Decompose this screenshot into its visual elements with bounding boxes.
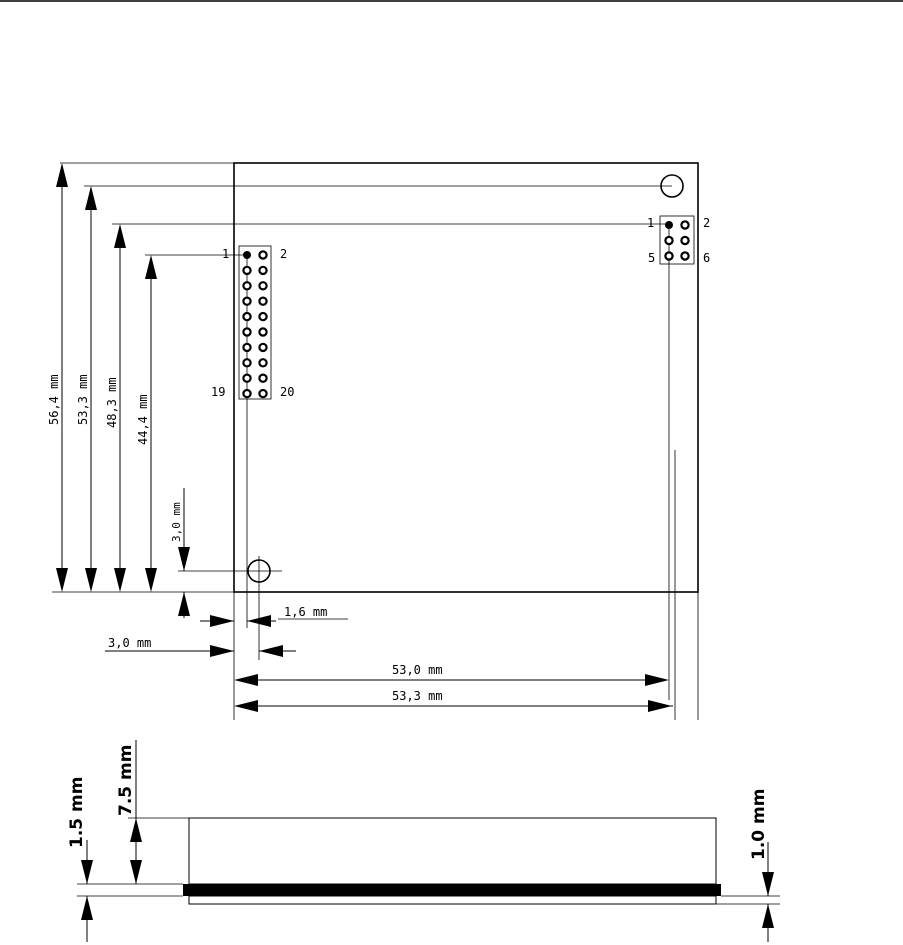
pin-6-label-6pin: 6 bbox=[703, 251, 710, 265]
dim-1-5-label: 1.5 mm bbox=[67, 777, 87, 848]
arrow-7-5-top bbox=[130, 818, 142, 842]
arrow-53-3-h-left bbox=[234, 700, 258, 712]
pin-1-label-20pin: 1 bbox=[222, 247, 229, 261]
arrow-1-0-bottom bbox=[762, 904, 774, 928]
arrow-53-3-bottom bbox=[85, 568, 97, 592]
arrow-56-4-bottom bbox=[56, 568, 68, 592]
arrow-53-3-top bbox=[85, 186, 97, 210]
board-outline bbox=[234, 163, 698, 592]
dim-7-5-label: 7.5 mm bbox=[116, 745, 136, 816]
connector-20pin-pin-8 bbox=[259, 298, 266, 305]
connector-20pin-pin-19 bbox=[243, 390, 250, 397]
connector-20pin: 1 2 19 20 bbox=[211, 246, 294, 399]
pin-19-label-20pin: 19 bbox=[211, 385, 225, 399]
connector-20pin-pin-20 bbox=[259, 390, 266, 397]
connector-6pin-pin-3 bbox=[665, 237, 672, 244]
dim-48-3-label: 48,3 mm bbox=[105, 377, 119, 428]
connector-20pin-pin-14 bbox=[259, 344, 266, 351]
connector-20pin-pin-17 bbox=[243, 375, 250, 382]
arrow-44-4-top bbox=[145, 255, 157, 279]
dim-44-4-label: 44,4 mm bbox=[136, 394, 150, 445]
connector-6pin-pin-6 bbox=[681, 252, 688, 259]
connector-20pin-pin-15 bbox=[243, 359, 250, 366]
dim-56-4-label: 56,4 mm bbox=[47, 374, 61, 425]
connector-20pin-pin-11 bbox=[243, 328, 250, 335]
connector-20pin-pin-6 bbox=[259, 282, 266, 289]
connector-20pin-pin-12 bbox=[259, 328, 266, 335]
connector-6pin-pin-2 bbox=[681, 221, 688, 228]
pin-2-label-20pin: 2 bbox=[280, 247, 287, 261]
connector-20pin-pin-10 bbox=[259, 313, 266, 320]
dim-1-6-label: 1,6 mm bbox=[284, 605, 327, 619]
dim-3-0-horizontal-label: 3,0 mm bbox=[108, 636, 151, 650]
connector-20pin-pin-13 bbox=[243, 344, 250, 351]
pin-5-label-6pin: 5 bbox=[648, 251, 655, 265]
pin-1-label-6pin: 1 bbox=[647, 216, 654, 230]
dim-53-3-h-label: 53,3 mm bbox=[392, 689, 443, 703]
connector-20pin-pin-1 bbox=[244, 252, 251, 259]
dim-3-0-vertical-label: 3,0 mm bbox=[170, 502, 183, 542]
connector-20pin-pin-18 bbox=[259, 375, 266, 382]
connector-20pin-pin-16 bbox=[259, 359, 266, 366]
connector-20pin-pin-9 bbox=[243, 313, 250, 320]
arrow-53-3-h-right bbox=[648, 700, 672, 712]
dim-1-0-label: 1.0 mm bbox=[749, 789, 769, 860]
arrow-48-3-bottom bbox=[114, 568, 126, 592]
component-block bbox=[189, 818, 716, 884]
pin-20-label-20pin: 20 bbox=[280, 385, 294, 399]
connector-20pin-pin-4 bbox=[259, 267, 266, 274]
pcb-board bbox=[183, 884, 721, 896]
arrow-53-0-right bbox=[645, 674, 669, 686]
arrow-56-4-top bbox=[56, 163, 68, 187]
arrow-7-5-bottom bbox=[130, 860, 142, 884]
arrow-1-5-top bbox=[81, 860, 93, 884]
top-view: 56,4 mm 53,3 mm 48,3 mm 44,4 mm 3,0 mm 1… bbox=[47, 163, 710, 720]
arrow-44-4-bottom bbox=[145, 568, 157, 592]
side-view: 1.5 mm 7.5 mm 1.0 mm bbox=[67, 740, 780, 942]
connector-6pin-pin-1 bbox=[666, 222, 673, 229]
pin-2-label-6pin: 2 bbox=[703, 216, 710, 230]
dim-53-3-label: 53,3 mm bbox=[76, 374, 90, 425]
connector-20pin-pin-2 bbox=[259, 251, 266, 258]
connector-6pin-pin-5 bbox=[665, 252, 672, 259]
arrow-1-5-bottom bbox=[81, 896, 93, 920]
arrow-48-3-top bbox=[114, 224, 126, 248]
connector-20pin-pin-7 bbox=[243, 298, 250, 305]
arrow-1-0-top bbox=[762, 872, 774, 896]
arrow-3-0-h-right bbox=[259, 645, 283, 657]
connector-6pin-pin-4 bbox=[681, 237, 688, 244]
connector-20pin-pin-3 bbox=[243, 267, 250, 274]
arrow-3-0-h-left bbox=[210, 645, 234, 657]
connector-20pin-pin-5 bbox=[243, 282, 250, 289]
arrow-53-0-left bbox=[234, 674, 258, 686]
arrow-3-0-v-top bbox=[178, 547, 190, 571]
dim-53-0-label: 53,0 mm bbox=[392, 663, 443, 677]
arrow-1-6-left bbox=[210, 615, 234, 627]
connector-6pin-pins bbox=[665, 221, 688, 259]
bottom-layer bbox=[189, 896, 716, 904]
arrow-3-0-v-bottom bbox=[178, 592, 190, 616]
connector-6pin: 1 2 5 6 bbox=[647, 216, 710, 265]
